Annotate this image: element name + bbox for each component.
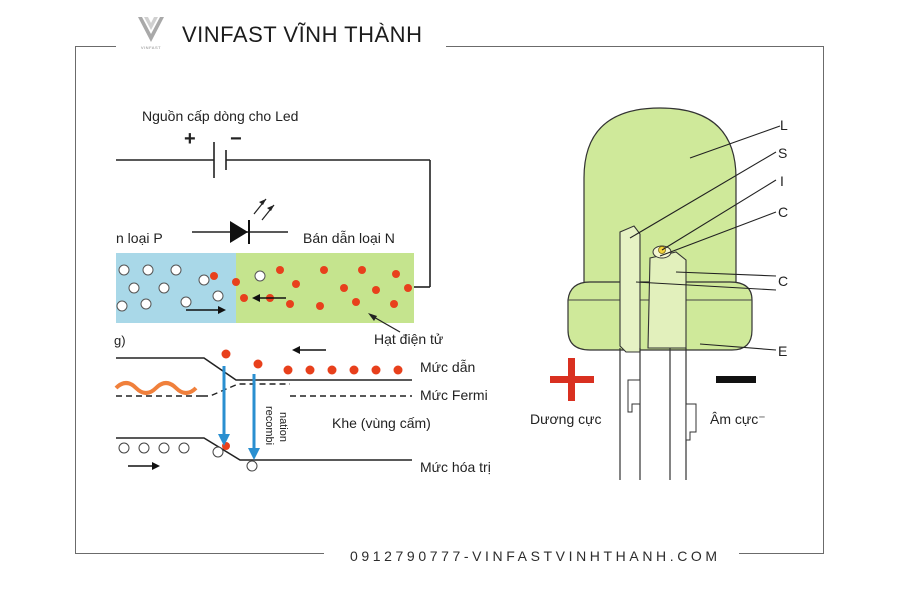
emitted-light-wave <box>114 381 198 395</box>
band-holes <box>118 442 258 472</box>
callout-label-4: C <box>778 204 788 220</box>
brand-name: VINFAST VĨNH THÀNH <box>182 22 423 47</box>
electrons <box>210 266 412 310</box>
vinfast-v-logo-icon: VINFAST <box>134 14 168 56</box>
recombination-arrows <box>218 366 260 460</box>
holes <box>116 264 266 312</box>
n-type-label: Bán dẫn loại N <box>303 230 395 246</box>
valence-band-label: Mức hóa trị <box>420 459 491 475</box>
power-circuit: Nguồn cấp dòng cho Led + − <box>116 108 431 288</box>
conduction-band-label: Mức dẫn <box>420 359 475 375</box>
callout-label-3: I <box>780 173 784 189</box>
callout-label-5: C <box>778 273 788 289</box>
footer-contact: 0912790777-VINFASTVINHTHANH.COM <box>324 546 739 566</box>
brand-header: VINFAST VINFAST VĨNH THÀNH <box>116 12 447 58</box>
led-diagram: Nguồn cấp dòng cho Led + − n loại P Bán … <box>114 107 788 480</box>
cathode-label: Âm cực <box>710 411 758 427</box>
callout-label-6: E <box>778 343 787 359</box>
cathode-label-tail: ⁻ <box>758 411 765 427</box>
conduction-band-line <box>116 357 412 381</box>
callout-lines <box>629 125 781 351</box>
diode-symbol-icon <box>192 198 288 244</box>
negative-sign-icon <box>716 376 756 383</box>
positive-sign-icon <box>550 358 594 401</box>
svg-text:Âm cực⁻: Âm cực⁻ <box>710 411 766 427</box>
recombination-label-2: nation <box>277 412 289 442</box>
band-electrons <box>221 349 403 450</box>
callout-label-1: L <box>780 117 788 133</box>
anode-post <box>619 225 641 353</box>
electron-label: Hạt điện tử <box>374 331 443 347</box>
fermi-level-line <box>202 383 290 397</box>
anode-label: Dương cực <box>530 411 602 427</box>
recombination-label-1: recombi <box>263 406 275 445</box>
n-type-region <box>236 253 414 323</box>
callout-label-2: S <box>778 145 787 161</box>
p-type-label: n loại P <box>116 230 163 246</box>
fermi-level-label: Mức Fermi <box>420 387 488 403</box>
led-bulb <box>567 107 753 480</box>
battery-plus-label: + <box>184 128 196 150</box>
power-source-label: Nguồn cấp dòng cho Led <box>142 108 298 124</box>
band-diagram-label: g) <box>114 333 126 348</box>
battery-minus-label: − <box>230 128 242 150</box>
cathode-anvil <box>647 251 687 349</box>
logo-text: VINFAST <box>140 45 162 50</box>
band-gap-label: Khe (vùng cấm) <box>332 415 431 431</box>
